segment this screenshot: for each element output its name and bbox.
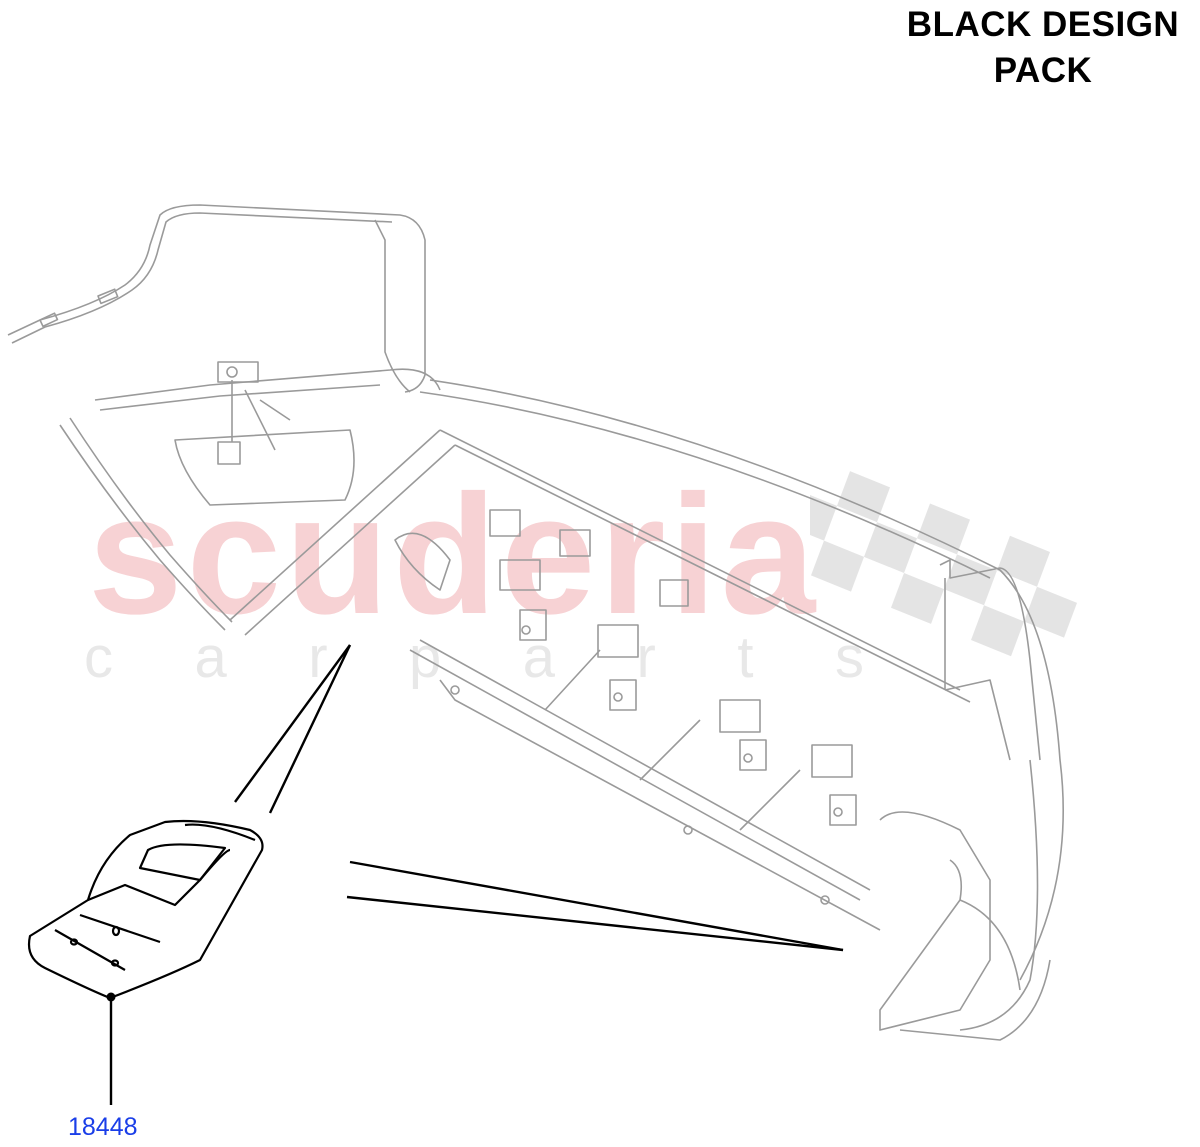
watermark-letter: t — [737, 625, 754, 690]
watermark-letter: a — [194, 625, 227, 690]
checkered-flag-icon — [810, 471, 1078, 657]
watermark-letter: c — [84, 625, 113, 690]
leader-lines — [109, 644, 844, 1105]
part-18448-drawing[interactable] — [27, 819, 264, 1000]
watermark-letter: s — [834, 625, 864, 690]
bumper-assembly — [7, 204, 1064, 1041]
part-number-link-18448[interactable]: 18448 — [68, 1113, 138, 1141]
watermark-letter: a — [522, 625, 556, 690]
callout-dot — [106, 992, 116, 1002]
watermark-letter: r — [636, 625, 656, 690]
watermark-letter: p — [409, 625, 442, 690]
watermark-letter: r — [308, 625, 328, 690]
title-line-2: PACK — [993, 51, 1093, 90]
title-line-1: BLACK DESIGN — [906, 5, 1180, 44]
watermark-subtext: c a r p a r t s — [84, 624, 864, 691]
diagram-title: BLACK DESIGN PACK — [888, 2, 1198, 94]
watermark-brand: scuderia — [88, 460, 820, 650]
